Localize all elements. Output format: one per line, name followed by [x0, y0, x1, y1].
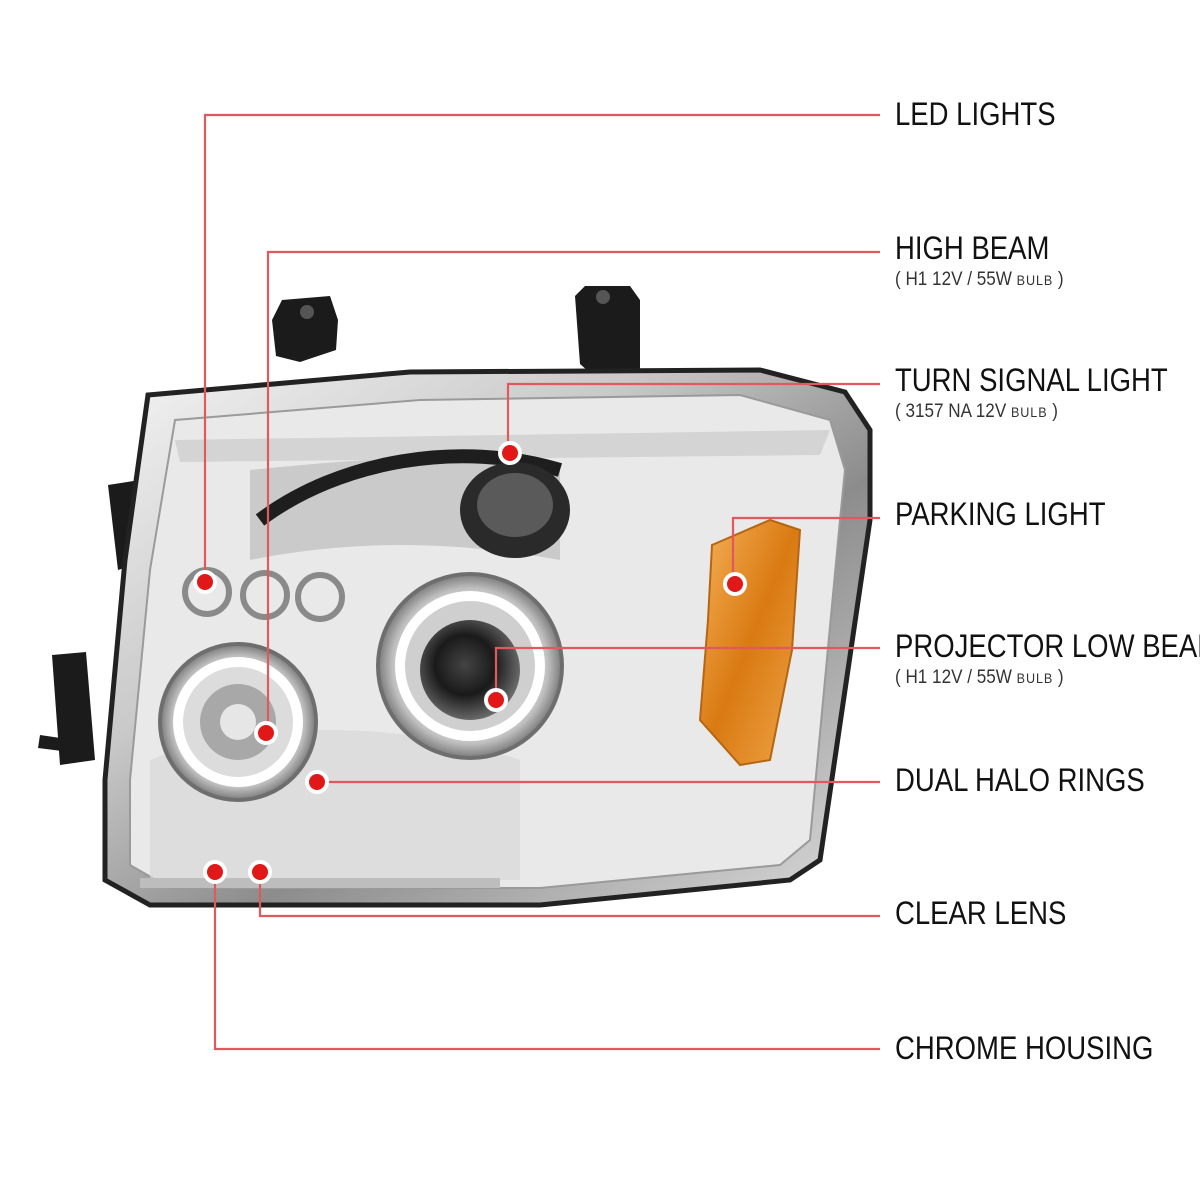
leader-parking-light	[731, 516, 880, 582]
dot-projector	[488, 692, 504, 708]
label-projector-low-beam: PROJECTOR LOW BEAM ( H1 12V / 55W BULB )	[895, 628, 1200, 689]
leader-turn-signal	[506, 382, 880, 450]
leader-clear-lens	[258, 872, 880, 918]
dot-clear-lens	[252, 864, 268, 880]
high-beam-ring	[158, 642, 318, 802]
dot-high-beam	[258, 725, 274, 741]
label-turn-signal: TURN SIGNAL LIGHT ( 3157 NA 12V BULB )	[895, 362, 1200, 423]
dot-led-lights	[197, 574, 213, 590]
label-high-beam: HIGH BEAM ( H1 12V / 55W BULB )	[895, 230, 1064, 290]
dot-halo-rings	[309, 774, 325, 790]
label-projector-spec: ( H1 12V / 55W BULB )	[895, 667, 1064, 688]
label-dual-halo-rings: DUAL HALO RINGS	[895, 762, 1145, 798]
mounting-tabs	[272, 286, 640, 378]
leader-led-lights	[203, 113, 880, 580]
leader-chrome-housing	[213, 872, 880, 1051]
leader-lines	[203, 113, 880, 1051]
led-rings	[182, 567, 345, 622]
leader-high-beam	[266, 250, 880, 732]
dot-chrome-housing	[207, 864, 223, 880]
dot-turn-signal	[502, 445, 518, 461]
label-turn-signal-spec: ( 3157 NA 12V BULB )	[895, 401, 1058, 422]
leader-projector	[494, 646, 880, 698]
dot-parking-light	[727, 576, 743, 592]
projector-ring	[376, 572, 564, 760]
callout-dots	[193, 441, 747, 884]
label-led-lights: LED LIGHTS	[895, 96, 1056, 132]
label-clear-lens: CLEAR LENS	[895, 895, 1067, 931]
label-chrome-housing: CHROME HOUSING	[895, 1030, 1154, 1066]
label-high-beam-spec: ( H1 12V / 55W BULB )	[895, 269, 1064, 290]
label-parking-light: PARKING LIGHT	[895, 496, 1106, 532]
